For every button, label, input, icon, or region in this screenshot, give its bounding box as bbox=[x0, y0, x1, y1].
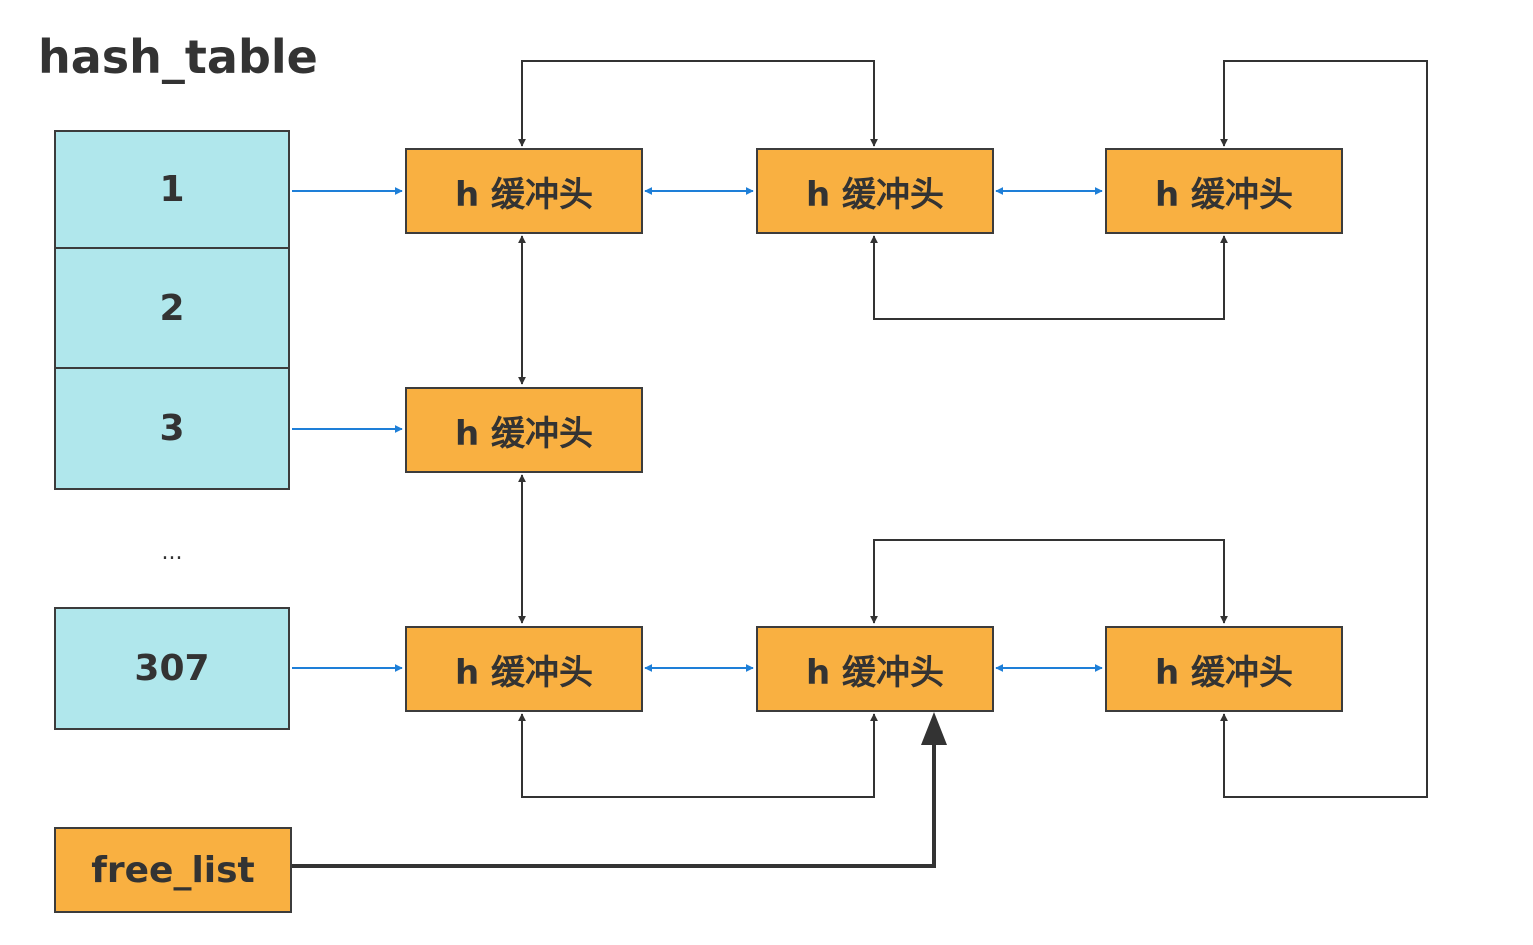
free-chain-link bbox=[518, 713, 878, 798]
free-chain-link bbox=[870, 235, 1228, 320]
free-chain-link bbox=[518, 60, 878, 147]
free-list-pointer-head bbox=[921, 712, 947, 745]
free-chain-link bbox=[870, 539, 1228, 624]
buffer-head-r2c1: h 缓冲头 bbox=[405, 387, 643, 473]
buffer-head-r1c1: h 缓冲头 bbox=[405, 148, 643, 234]
diagram-title: hash_table bbox=[38, 30, 318, 84]
buffer-head-r1c3: h 缓冲头 bbox=[1105, 148, 1343, 234]
buffer-head-r3c1: h 缓冲头 bbox=[405, 626, 643, 712]
free-chain-wrap-link bbox=[1220, 60, 1428, 798]
free-list-box: free_list bbox=[54, 827, 292, 913]
hash-slot-3: 3 bbox=[54, 367, 290, 490]
buffer-head-r3c2: h 缓冲头 bbox=[756, 626, 994, 712]
hash-slot-1: 1 bbox=[54, 130, 290, 249]
buffer-head-r1c2: h 缓冲头 bbox=[756, 148, 994, 234]
hash-slot-307: 307 bbox=[54, 607, 290, 730]
hash-slot-ellipsis: ... bbox=[161, 540, 183, 565]
hash-slot-2: 2 bbox=[54, 247, 290, 369]
buffer-head-r3c3: h 缓冲头 bbox=[1105, 626, 1343, 712]
free-list-pointer bbox=[292, 740, 936, 868]
